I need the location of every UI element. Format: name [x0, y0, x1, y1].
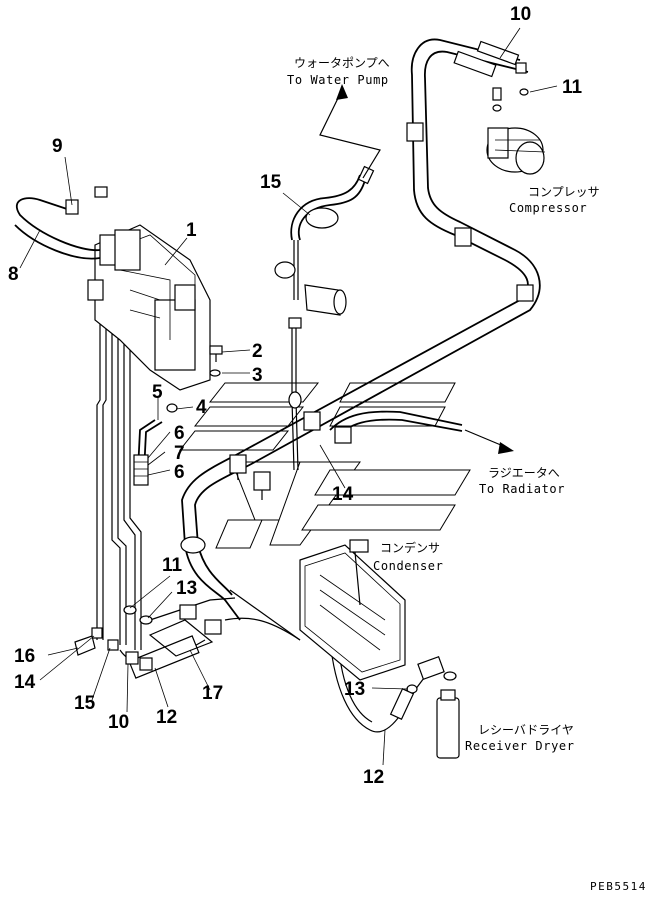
label-radiator-jp: ラジエータへ	[488, 466, 560, 480]
water-pump-pipe	[274, 165, 375, 409]
lower-left-assembly	[74, 536, 214, 679]
bolt-2-3	[209, 345, 223, 377]
callout-2: 2	[252, 341, 263, 362]
callout-6-upper: 6	[174, 423, 185, 444]
callout-4: 4	[196, 397, 207, 418]
callout-15-top: 15	[260, 172, 282, 193]
label-water-pump-en: To Water Pump	[287, 73, 389, 87]
leader-lines	[19, 27, 558, 766]
drawing-code: PEB5514	[590, 880, 647, 893]
callout-13-lower: 13	[176, 578, 197, 599]
condenser	[299, 539, 406, 681]
callout-8: 8	[8, 264, 19, 285]
callout-16: 16	[14, 646, 35, 667]
label-compressor-jp: コンプレッサ	[528, 185, 600, 199]
watermark-logo	[178, 382, 471, 549]
callout-12-lower: 12	[156, 707, 177, 728]
callout-12-right: 12	[363, 767, 384, 788]
label-receiver-jp: レシーバドライヤ	[478, 723, 574, 737]
drain-hose-5-7	[133, 403, 178, 486]
callout-13-right: 13	[344, 679, 365, 700]
label-receiver-en: Receiver Dryer	[465, 739, 575, 753]
callout-11-top: 11	[562, 77, 583, 98]
callout-6-lower: 6	[174, 462, 185, 483]
label-radiator-en: To Radiator	[479, 482, 565, 496]
text-labels: ウォータポンプへ To Water Pump コンプレッサ Compressor…	[287, 56, 647, 893]
callout-numbers: 10 11 9 15 1 8 2 3 5 4 6 7 6 14 11 13 16…	[8, 4, 583, 788]
callout-11-lower: 11	[162, 555, 183, 576]
callout-10-top: 10	[510, 4, 531, 25]
callout-15-lower: 15	[74, 693, 96, 714]
callout-17: 17	[202, 683, 223, 704]
heater-hose-8	[14, 186, 108, 260]
clamps	[179, 122, 534, 635]
label-condenser-jp: コンデンサ	[380, 540, 440, 555]
direction-arrows	[319, 84, 514, 454]
label-condenser-en: Condenser	[373, 559, 443, 573]
label-compressor-en: Compressor	[509, 201, 587, 215]
heater-unit	[87, 224, 211, 391]
label-water-pump-jp: ウォータポンプへ	[294, 56, 390, 70]
callout-9: 9	[52, 136, 63, 157]
callout-1: 1	[186, 220, 197, 241]
callout-14-lower: 14	[14, 672, 36, 693]
receiver-dryer	[389, 655, 460, 759]
callout-14-middle: 14	[332, 484, 354, 505]
compressor	[453, 40, 546, 175]
callout-7: 7	[174, 443, 185, 464]
callout-10-lower: 10	[108, 712, 129, 733]
callout-3: 3	[252, 365, 263, 386]
callout-5: 5	[152, 382, 163, 403]
